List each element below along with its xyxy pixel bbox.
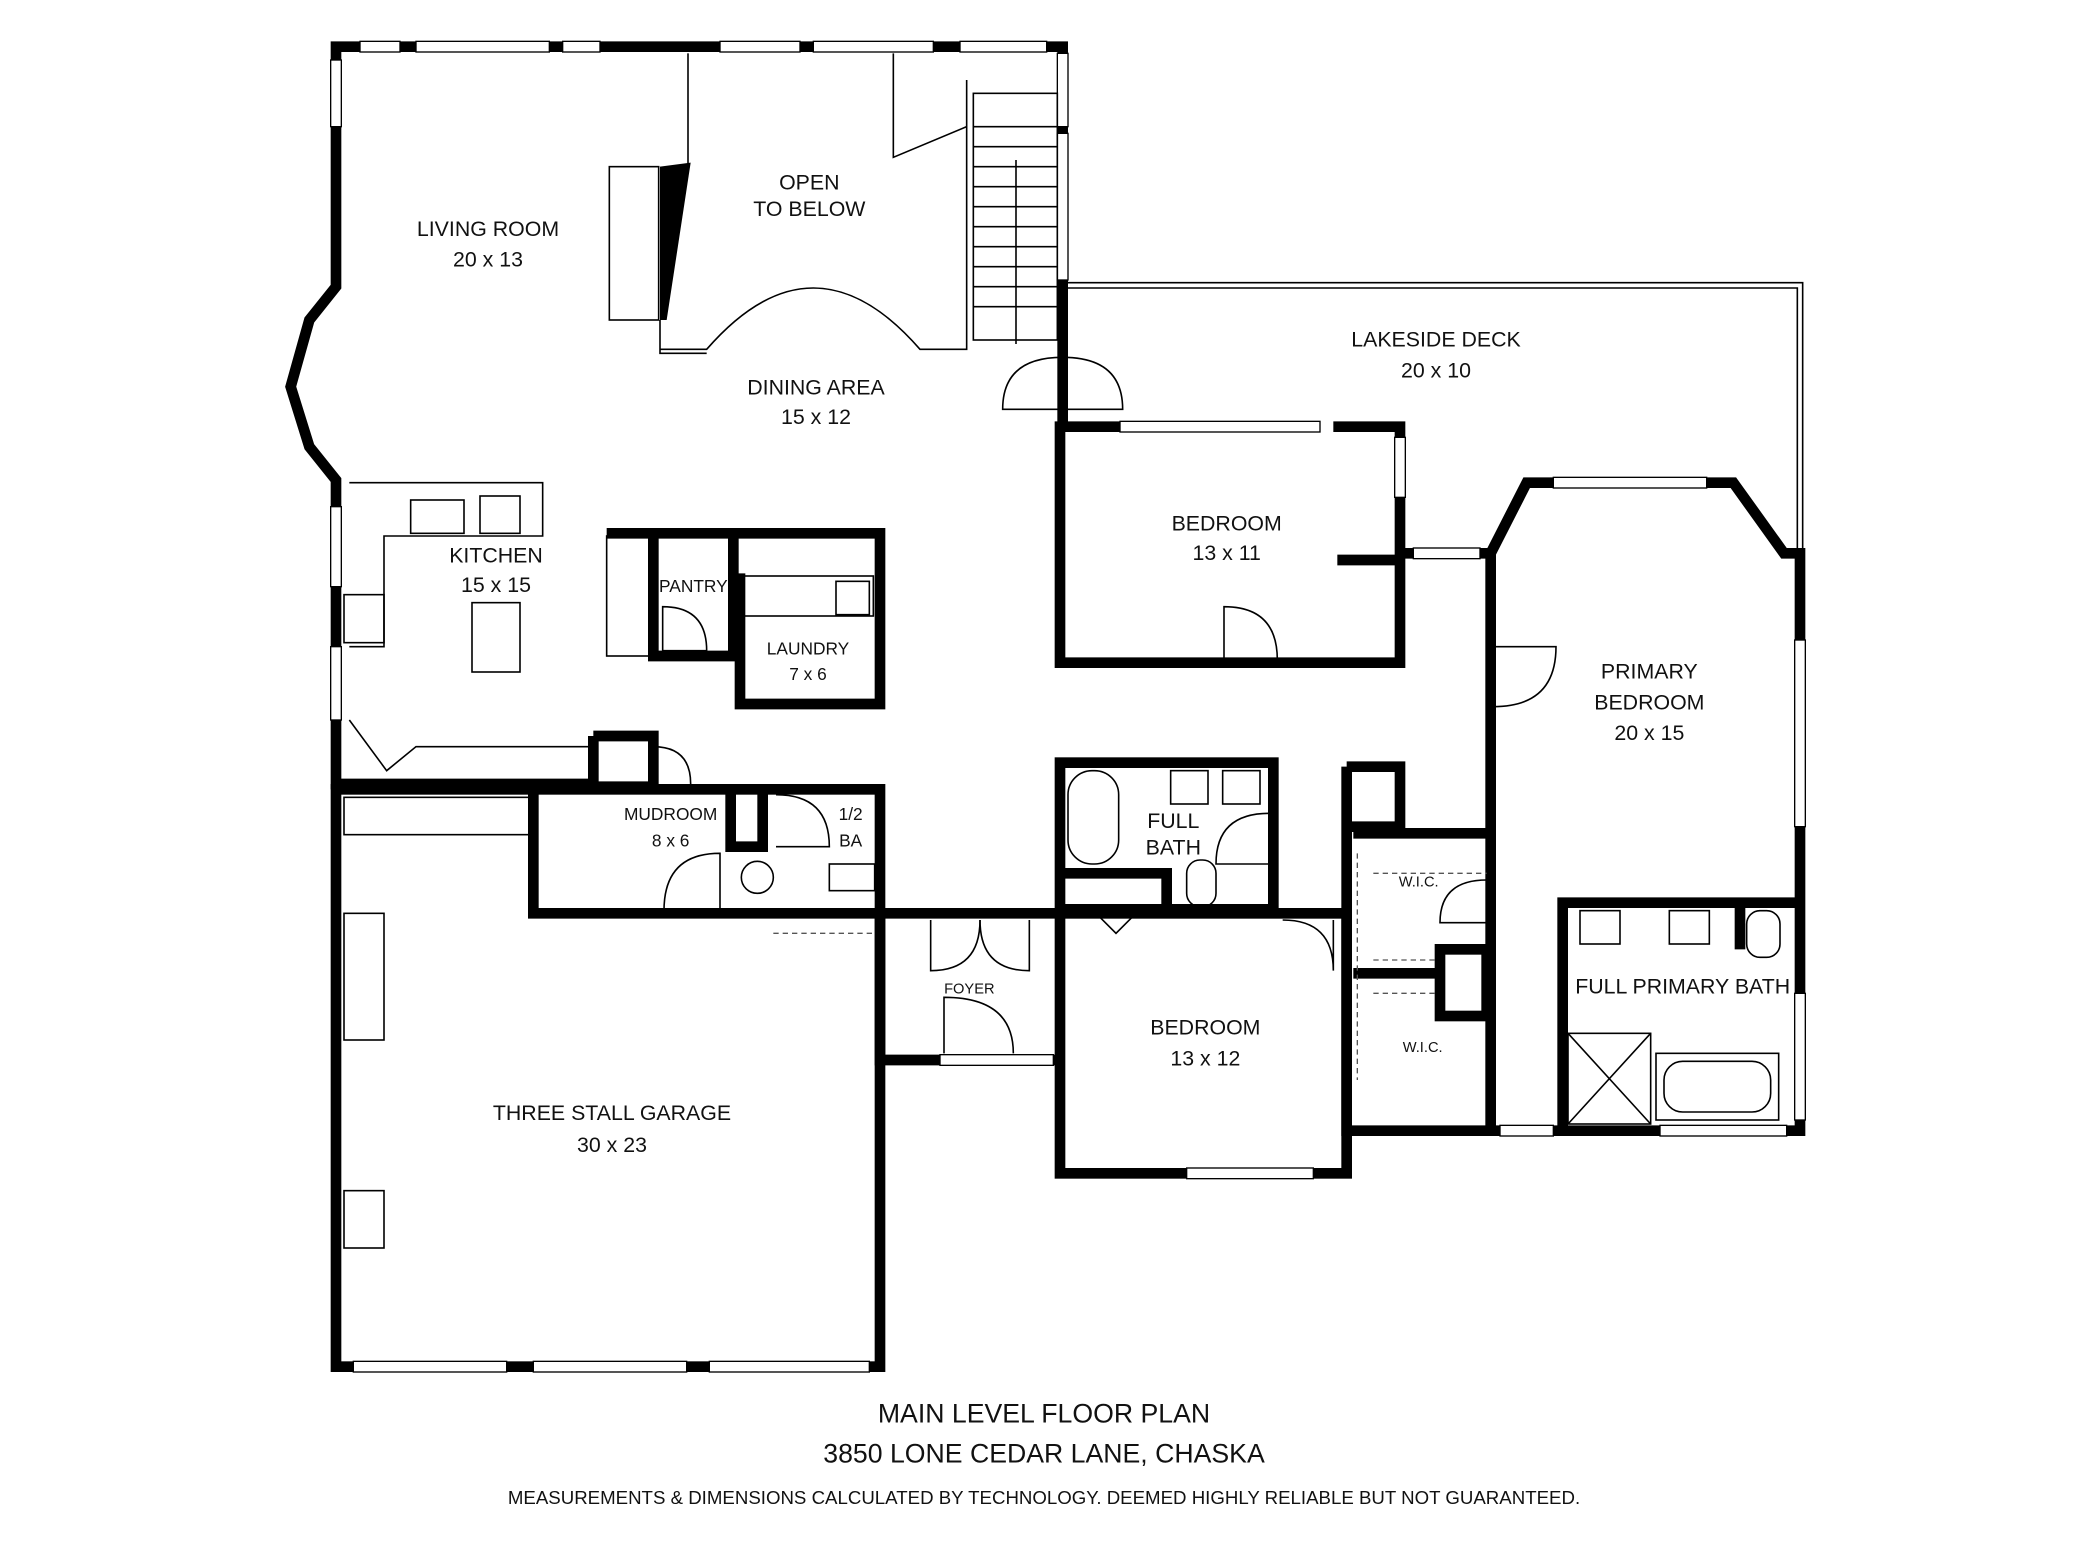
dining-area-label: DINING AREA bbox=[747, 376, 885, 400]
garage-label: THREE STALL GARAGE bbox=[493, 1101, 731, 1125]
exterior-walls bbox=[285, 41, 1806, 1372]
wic-1-label: W.I.C. bbox=[1399, 875, 1439, 891]
half-bath-label-2: BA bbox=[839, 831, 863, 851]
open-below-label-2: TO BELOW bbox=[753, 197, 866, 221]
full-bath-label-2: BATH bbox=[1146, 836, 1201, 860]
half-bath-label: 1/2 bbox=[839, 804, 863, 824]
fixtures bbox=[343, 53, 1781, 1249]
windows bbox=[330, 40, 1806, 1373]
fireplace-hearth bbox=[608, 165, 660, 321]
garage-dims: 30 x 23 bbox=[577, 1133, 647, 1157]
bedroom-2-dims: 13 x 12 bbox=[1170, 1046, 1240, 1070]
plan-title: MAIN LEVEL FLOOR PLAN bbox=[878, 1399, 1210, 1429]
bedroom-1-dims: 13 x 11 bbox=[1192, 541, 1260, 565]
lakeside-deck-outline bbox=[1066, 281, 1804, 554]
dining-area-dims: 15 x 12 bbox=[781, 405, 851, 429]
mudroom-label: MUDROOM bbox=[624, 804, 717, 824]
mudroom-dims: 8 x 6 bbox=[652, 831, 690, 851]
lakeside-deck-dims: 20 x 10 bbox=[1401, 358, 1471, 382]
full-bath-label: FULL bbox=[1147, 809, 1199, 833]
kitchen-island bbox=[471, 601, 521, 673]
full-primary-bath-label: FULL PRIMARY BATH bbox=[1575, 974, 1790, 998]
fireplace bbox=[660, 162, 691, 320]
open-below-label: OPEN bbox=[779, 170, 839, 194]
staircase bbox=[972, 92, 1059, 344]
disclaimer: MEASUREMENTS & DIMENSIONS CALCULATED BY … bbox=[508, 1487, 1580, 1508]
primary-bedroom-label-2: BEDROOM bbox=[1594, 690, 1704, 714]
lakeside-deck-label: LAKESIDE DECK bbox=[1351, 328, 1521, 352]
primary-bedroom-dims: 20 x 15 bbox=[1614, 721, 1684, 745]
range bbox=[343, 593, 385, 644]
room-labels: LIVING ROOM 20 x 13 OPEN TO BELOW DINING… bbox=[417, 170, 1790, 1157]
wic-2-label: W.I.C. bbox=[1403, 1040, 1443, 1056]
bedroom-2-label: BEDROOM bbox=[1150, 1016, 1260, 1040]
footer: MAIN LEVEL FLOOR PLAN 3850 LONE CEDAR LA… bbox=[508, 1399, 1580, 1508]
kitchen-dims: 15 x 15 bbox=[461, 573, 531, 597]
living-room-dims: 20 x 13 bbox=[453, 248, 523, 272]
kitchen-label: KITCHEN bbox=[449, 544, 543, 568]
deck-door bbox=[1001, 356, 1124, 411]
plan-address: 3850 LONE CEDAR LANE, CHASKA bbox=[823, 1439, 1265, 1469]
bedroom-1-label: BEDROOM bbox=[1172, 512, 1282, 536]
laundry-label: LAUNDRY bbox=[767, 639, 850, 659]
living-room-label: LIVING ROOM bbox=[417, 217, 559, 241]
primary-bedroom-label: PRIMARY bbox=[1601, 660, 1698, 684]
pantry-label: PANTRY bbox=[659, 576, 728, 596]
foyer-label: FOYER bbox=[944, 981, 995, 997]
laundry-dims: 7 x 6 bbox=[789, 664, 827, 684]
